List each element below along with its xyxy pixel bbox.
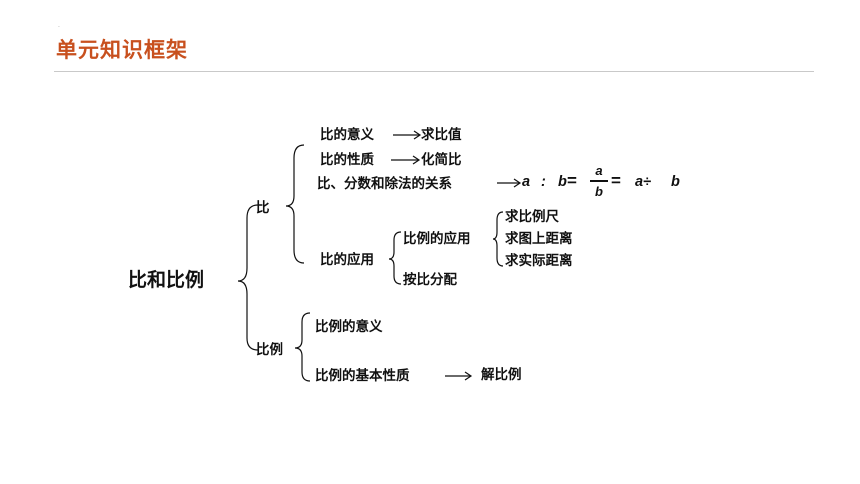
ratio-application: 比的应用 (320, 252, 374, 268)
application-brace (388, 231, 402, 285)
ratio-meaning-result: 求比值 (421, 127, 462, 143)
root-brace (237, 204, 259, 351)
proportion-application: 比例的应用 (403, 231, 471, 247)
decorative-dot: · (58, 24, 60, 31)
root-node: 比和比例 (128, 269, 205, 291)
ratio-label: 比 (256, 200, 270, 216)
ratio-property-result: 化简比 (421, 152, 462, 168)
ratio-meaning: 比的意义 (320, 127, 374, 143)
fraction-bar (590, 180, 608, 182)
formula-equals-2: = (611, 171, 621, 190)
title-divider (54, 71, 814, 72)
formula-b: b (558, 174, 567, 190)
proportion-basic-property: 比例的基本性质 (315, 368, 410, 384)
proportion-brace (294, 312, 311, 382)
proportion-application-brace (492, 211, 504, 267)
formula-fraction: a b (590, 163, 608, 199)
page-title: 单元知识框架 (56, 38, 188, 62)
proportion-item-map-distance: 求图上距离 (505, 231, 573, 247)
proportion-basic-property-result: 解比例 (481, 367, 522, 383)
proportion-label: 比例 (256, 342, 283, 358)
ratio-property: 比的性质 (320, 152, 374, 168)
proportion-item-actual-distance: 求实际距离 (505, 253, 573, 269)
ratio-distribution: 按比分配 (403, 272, 457, 288)
proportion-item-scale: 求比例尺 (505, 209, 559, 225)
formula-equals-1: = (567, 171, 577, 190)
proportion-meaning: 比例的意义 (315, 319, 383, 335)
formula-b2: b (671, 174, 680, 190)
ratio-relation: 比、分数和除法的关系 (317, 176, 452, 192)
formula-division: a÷ (635, 174, 652, 190)
fraction-denominator: b (595, 183, 603, 199)
fraction-numerator: a (595, 163, 603, 178)
ratio-brace (285, 144, 305, 264)
formula-a: a (522, 174, 531, 190)
formula-colon: : (541, 174, 546, 190)
